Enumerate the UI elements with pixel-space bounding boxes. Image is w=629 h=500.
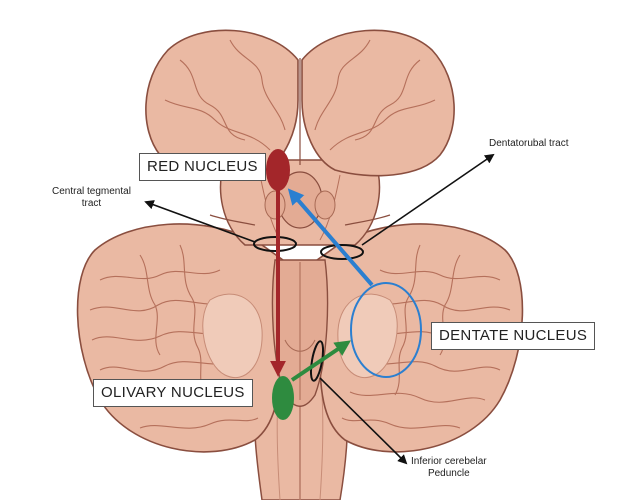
red-nucleus-label: RED NUCLEUS (139, 153, 266, 181)
dentatorubal-tract-label: Dentatorubal tract (489, 138, 569, 149)
inferior-peduncle-leader (319, 377, 408, 465)
inferior-cerebellar-line2: Peduncle (427, 468, 470, 479)
dentatorubal-tract-marker (320, 244, 364, 260)
vermis (271, 259, 329, 407)
dentate-nucleus-label: DENTATE NUCLEUS (431, 322, 596, 350)
red-nucleus-shape (266, 149, 290, 191)
central-tegmental-line1: Central tegmental (52, 186, 131, 197)
olivary-nucleus-label: OLIVARY NUCLEUS (93, 379, 253, 407)
inferior-cerebellar-peduncle-label: Inferior cerebelar Peduncle (411, 456, 487, 480)
dentate-nucleus-circle (350, 282, 422, 378)
central-tegmental-tract-label: Central tegmental tract (52, 186, 131, 210)
olivary-nucleus-shape (272, 376, 294, 420)
inferior-cerebellar-line1: Inferior cerebelar (411, 456, 487, 467)
central-tegmental-leader (144, 200, 256, 243)
central-tegmental-tract-marker (253, 236, 297, 252)
cerebral-hemispheres (145, 29, 455, 177)
dentatorubal-leader (361, 153, 495, 246)
olivocerebellar-arrow (290, 340, 351, 382)
dentatorubal-arrow (287, 188, 374, 287)
central-tegmental-line2: tract (81, 198, 102, 209)
